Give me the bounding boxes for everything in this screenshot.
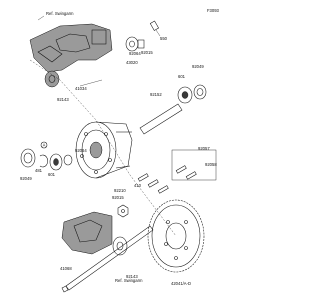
label-601-right: 601 [178,74,186,79]
ref-swingarm-bottom: Ref. Swingarm [115,278,143,283]
exploded-parts-diagram: F3093 Ref. Swingarm 92064 92015 550 4302… [20,8,220,293]
seal-right-upper [193,84,207,100]
label-92064: 92064 [129,51,141,56]
label-41034: 41034 [75,86,87,91]
marker-a: A [40,141,48,149]
svg-text:A: A [43,143,46,148]
spacer-left [63,154,73,166]
label-92210: 92210 [114,188,126,193]
label-92049-left: 92049 [20,176,32,181]
label-92143-top: 92143 [57,97,69,102]
collar-top [44,70,60,88]
ref-swingarm-top: Ref. Swingarm [46,11,74,16]
label-550: 550 [160,36,168,41]
diagram-code: F3093 [207,8,220,13]
adjuster-bolt [137,39,145,49]
label-92152: 92152 [150,92,162,97]
swingarm-bracket-top [29,23,113,73]
swingarm-bracket-bottom [61,211,113,255]
label-92015-mid: 92015 [112,195,124,200]
label-42041: 42041/A-D [171,281,191,286]
label-601-left: 601 [48,172,56,177]
assembly-centerline [29,59,177,237]
rear-hub [75,121,133,179]
sprocket-bolts [137,165,197,194]
label-41068: 41068 [60,266,72,271]
seal-left [20,148,36,168]
label-43020: 43020 [126,60,138,65]
label-92058: 92058 [205,162,217,167]
bearing-left [49,153,63,171]
label-92049-right: 92049 [192,64,204,69]
label-481: 481 [35,168,43,173]
nut-small [117,204,129,218]
circlip [39,154,48,168]
label-92057: 92057 [198,146,210,151]
collar-bottom [112,236,128,256]
rear-sprocket [147,199,205,273]
box-92058 [171,149,217,181]
label-92015-top: 92015 [141,50,153,55]
rear-axle [61,225,154,293]
leader-41034 [79,79,103,87]
spacer-tube [139,103,183,135]
label-92143-bottom: 92143 [126,274,138,279]
label-92064-left: 92064 [75,148,87,153]
ref-top-leader [37,15,45,21]
cap-bolt-top [149,20,161,37]
bearing-right-upper [177,86,193,104]
adjuster-washer [125,36,139,52]
label-410: 410 [134,183,142,188]
